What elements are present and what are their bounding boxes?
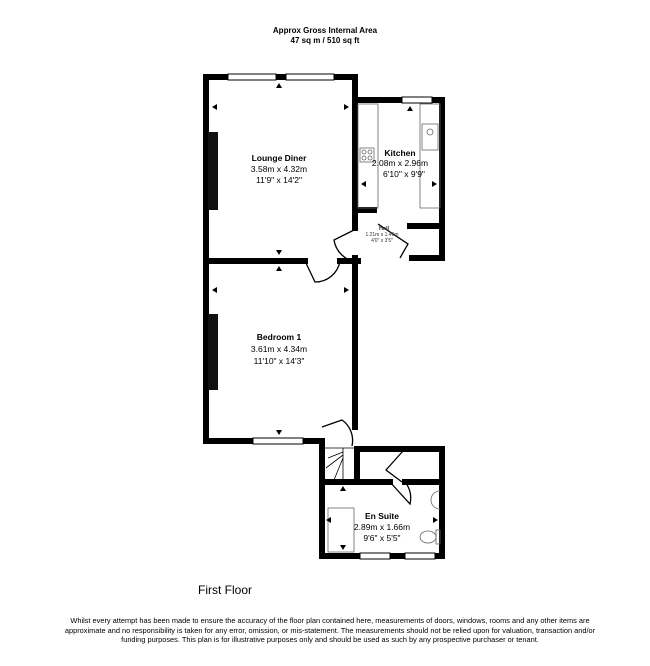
room-name: En Suite [365,511,399,521]
room-metric: 3.58m x 4.32m [251,164,307,174]
windows [227,73,436,560]
area-title: Approx Gross Internal Area [272,26,378,35]
floor-label: First Floor [198,583,252,597]
room-metric: 3.61m x 4.34m [251,344,307,354]
room-imperial: 4'0" x 3'5" [371,238,393,244]
room-metric: 2.08m x 2.96m [372,158,428,168]
room-labels: Lounge Diner 3.58m x 4.32m 11'9" x 14'2"… [251,148,428,543]
disclaimer: Whilst every attempt has been made to en… [64,616,596,645]
room-imperial: 9'6" x 5'5" [363,533,400,543]
room-imperial: 11'9" x 14'2" [256,175,302,185]
room-imperial: 6'10" x 9'9" [383,169,425,179]
fixtures [327,103,441,553]
room-metric: 1.21m x 1.46m [365,232,398,238]
room-metric: 2.89m x 1.66m [354,522,410,532]
room-imperial: 11'10" x 14'3" [254,356,305,366]
doors [304,223,412,506]
area-value: 47 sq m / 510 sq ft [290,36,360,45]
stairs [325,447,356,481]
radiators [208,132,218,390]
room-name: Hall [379,226,390,232]
room-name: Bedroom 1 [257,332,302,342]
room-name: Kitchen [384,148,415,158]
room-name: Lounge Diner [252,153,307,163]
dimension-arrows [212,83,438,550]
